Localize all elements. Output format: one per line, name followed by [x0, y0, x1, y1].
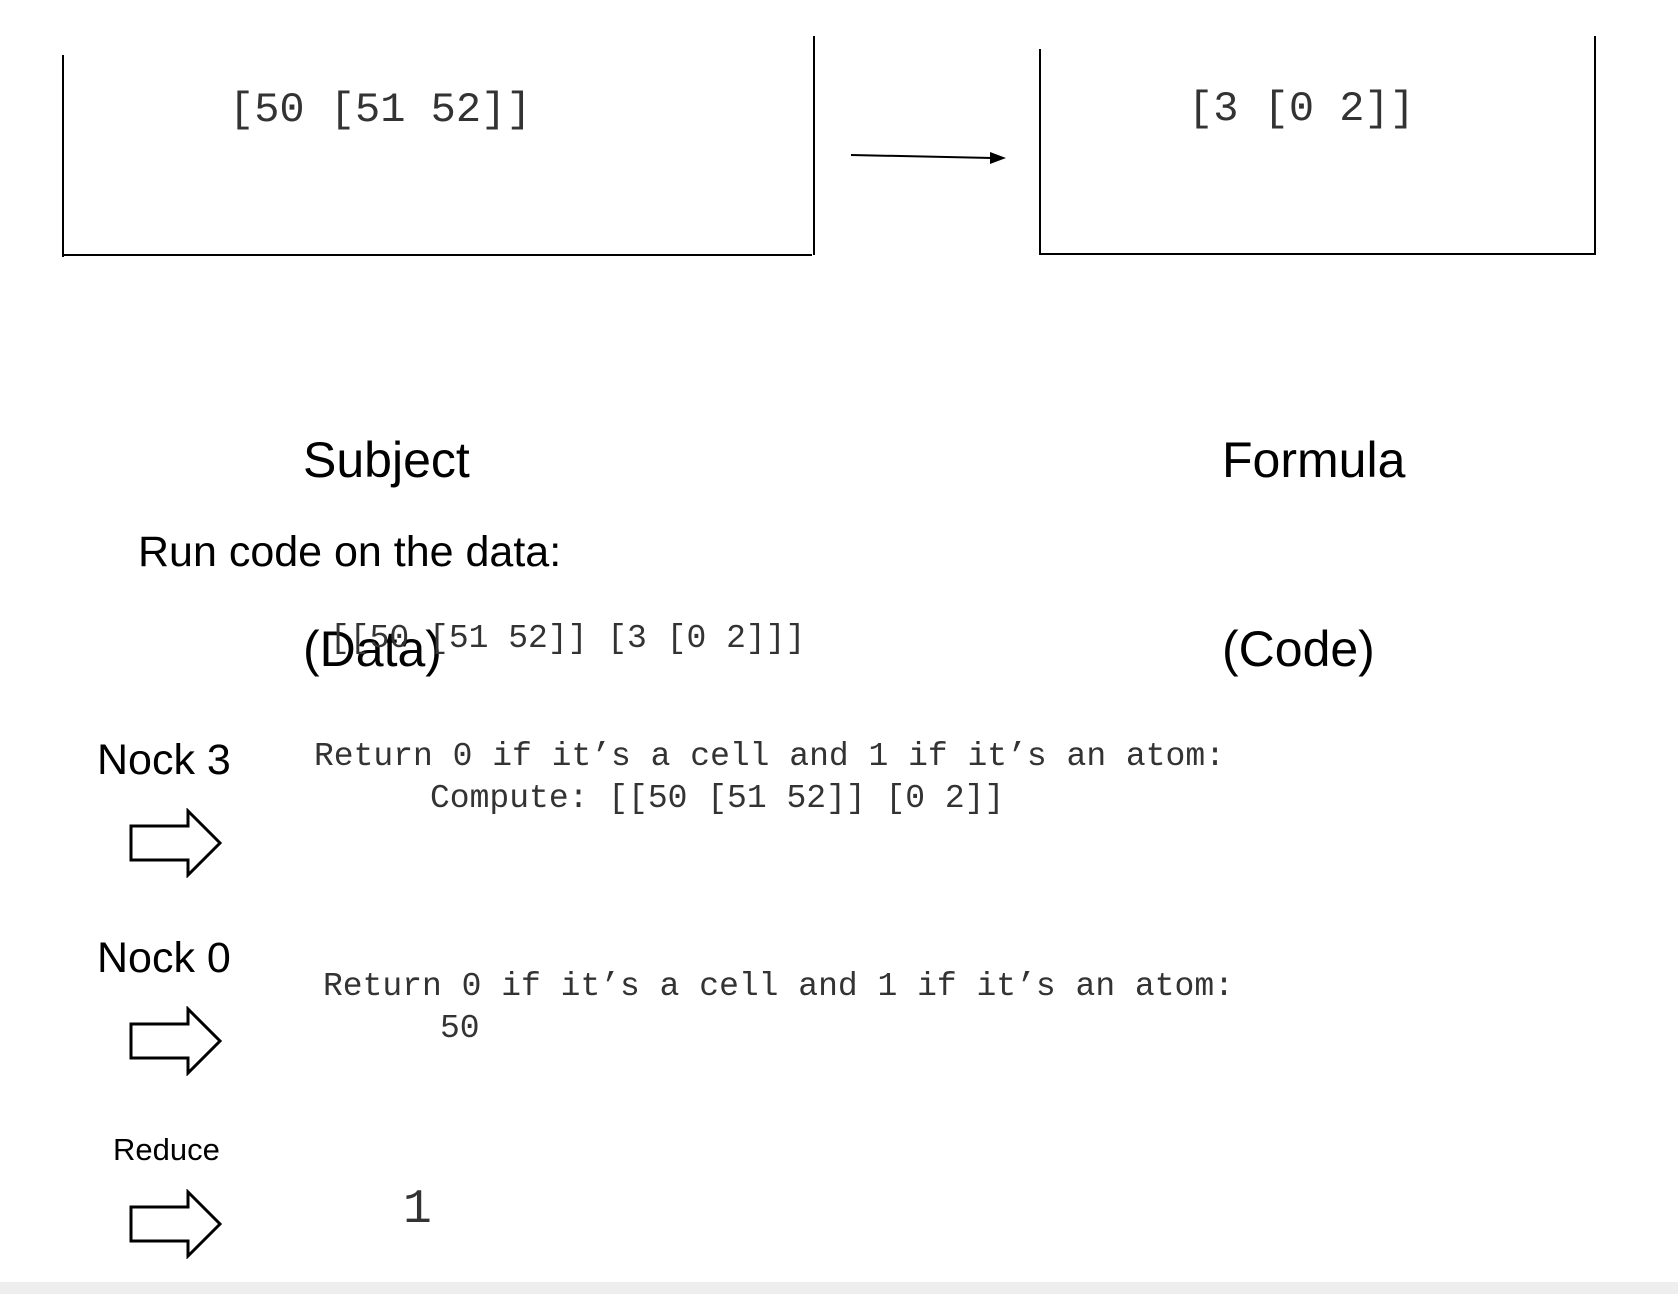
- subject-box: [62, 36, 815, 257]
- formula-label: Formula (Code): [1222, 303, 1405, 744]
- step-1-line2: Compute: [[50 [51 52]] [0 2]]: [430, 780, 1005, 817]
- hollow-arrow-icon: [129, 1006, 223, 1076]
- subject-label-line1: Subject: [303, 432, 470, 488]
- step-label-reduce: Reduce: [113, 1132, 220, 1167]
- step-1-line1: Return 0 if it’s a cell and 1 if it’s an…: [314, 738, 1225, 775]
- subject-label: Subject (Data): [303, 303, 470, 744]
- step-2-line2: 50: [440, 1010, 480, 1047]
- run-heading: Run code on the data:: [138, 528, 562, 576]
- step-label-nock-0: Nock 0: [97, 934, 231, 982]
- right-arrow-icon: [850, 152, 1006, 164]
- formula-label-line1: Formula: [1222, 432, 1406, 488]
- combined-expression: [[50 [51 52]] [3 [0 2]]]: [330, 620, 806, 657]
- hollow-arrow-icon: [129, 808, 223, 878]
- step-label-nock-3: Nock 3: [97, 736, 231, 784]
- subject-label-line2: (Data): [303, 621, 442, 677]
- formula-label-line2: (Code): [1222, 621, 1375, 677]
- hollow-arrow-icon: [129, 1189, 223, 1259]
- bottom-strip: [0, 1282, 1678, 1294]
- subject-code: [50 [51 52]]: [229, 86, 532, 134]
- formula-box: [1039, 36, 1596, 255]
- formula-code: [3 [0 2]]: [1188, 85, 1415, 133]
- reduce-result: 1: [403, 1183, 432, 1237]
- step-2-line1: Return 0 if it’s a cell and 1 if it’s an…: [323, 968, 1234, 1005]
